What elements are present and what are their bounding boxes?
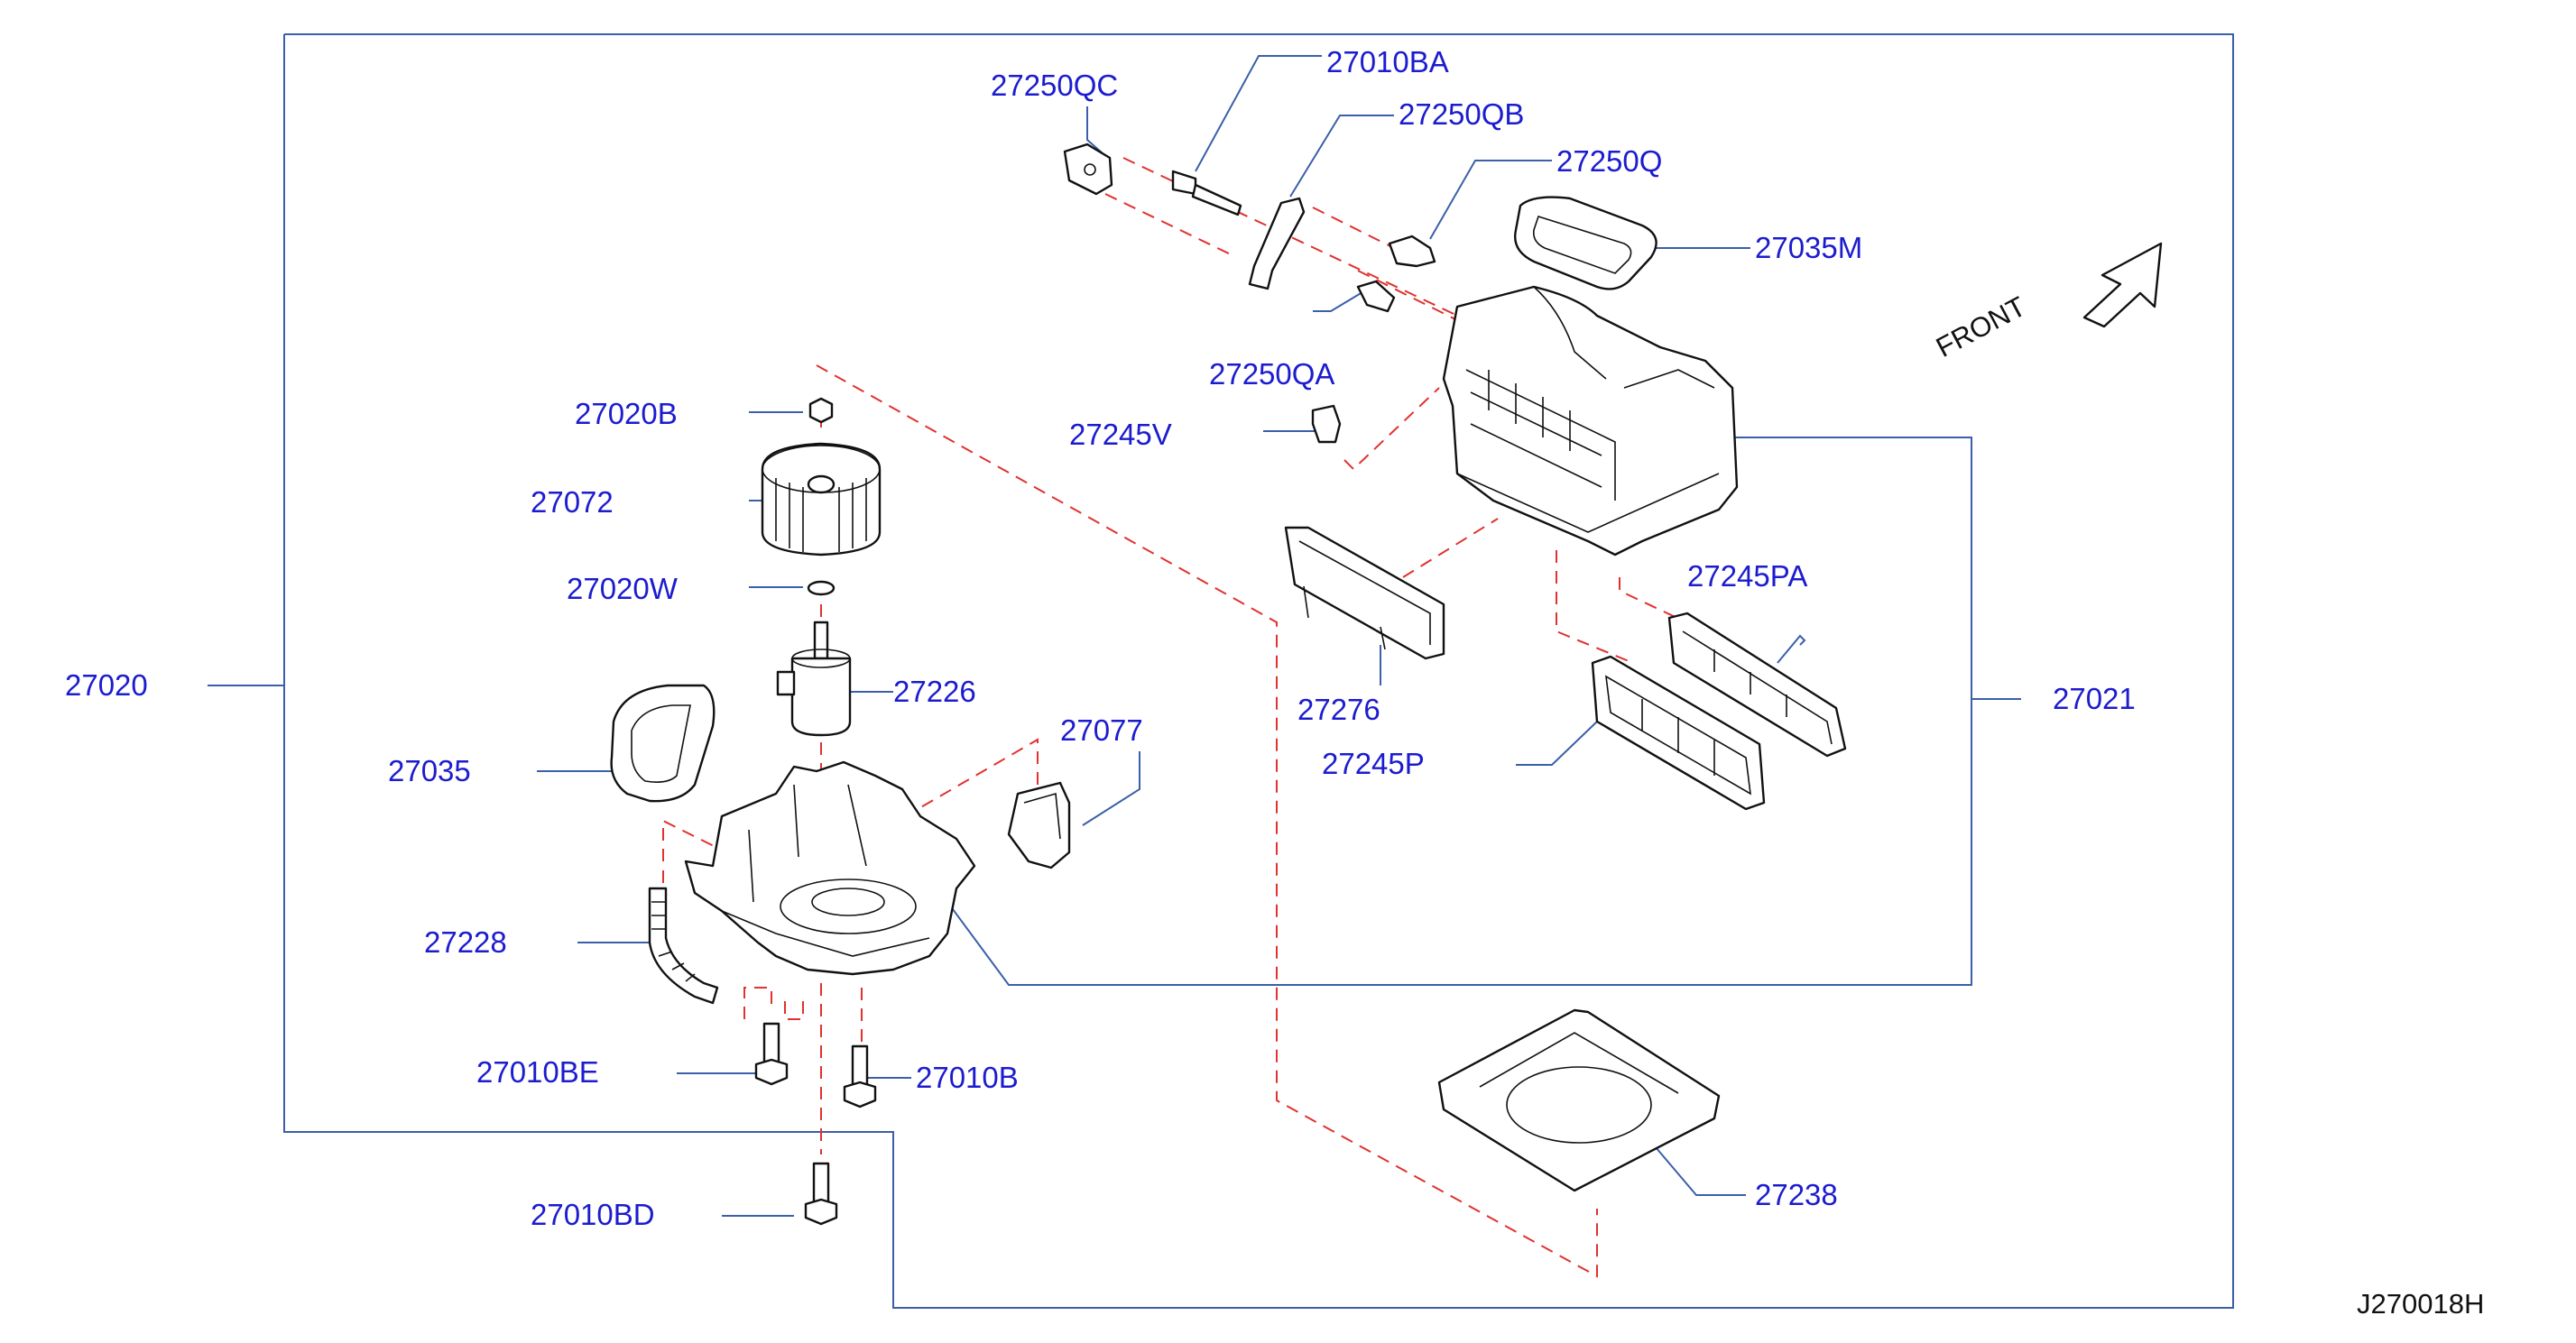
label-27245p[interactable]: 27245P	[1322, 747, 1425, 780]
washer-27020w	[807, 580, 836, 596]
label-27250qa[interactable]: 27250QA	[1209, 357, 1335, 391]
label-27245pa[interactable]: 27245PA	[1687, 559, 1808, 593]
label-27010ba[interactable]: 27010BA	[1326, 45, 1449, 78]
motor-27226	[776, 621, 852, 737]
label-27020b[interactable]: 27020B	[575, 397, 678, 430]
label-27010bd[interactable]: 27010BD	[531, 1198, 655, 1231]
seal-27035m	[1514, 196, 1657, 290]
hose-27228	[648, 887, 719, 1005]
fan-27072	[761, 442, 882, 557]
intake-housing-27021	[1442, 285, 1739, 557]
filter-27245p	[1591, 655, 1766, 811]
bolt-27010bd	[804, 1162, 838, 1226]
leader-lines	[208, 55, 2021, 1217]
lever-27250qb	[1248, 197, 1306, 290]
label-27020[interactable]: 27020	[65, 668, 148, 702]
label-27072[interactable]: 27072	[531, 485, 614, 519]
clip-27250q	[1388, 235, 1436, 268]
label-27276[interactable]: 27276	[1297, 693, 1380, 726]
clip-27245v	[1311, 404, 1342, 444]
label-27250qc[interactable]: 27250QC	[991, 69, 1119, 102]
label-27020w[interactable]: 27020W	[567, 572, 678, 605]
bolt-27010be	[754, 1022, 789, 1086]
clip-27250qc	[1063, 143, 1113, 196]
label-27035[interactable]: 27035	[388, 754, 471, 787]
bolt-27010ba	[1171, 170, 1242, 216]
label-27010b[interactable]: 27010B	[916, 1061, 1019, 1094]
diagram-reference-code: J270018H	[2357, 1288, 2485, 1320]
blower-case-27020	[684, 760, 976, 976]
label-27245v[interactable]: 27245V	[1069, 418, 1172, 451]
filter-27245pa	[1667, 612, 1847, 758]
label-27226[interactable]: 27226	[893, 675, 976, 708]
label-27010be[interactable]: 27010BE	[476, 1055, 599, 1089]
label-27077[interactable]: 27077	[1060, 713, 1143, 747]
label-27021[interactable]: 27021	[2053, 682, 2136, 715]
gasket-27035	[610, 684, 716, 803]
assembly-frame	[283, 33, 2234, 1309]
clip-27250qa	[1356, 280, 1396, 313]
bolt-27010b	[843, 1044, 877, 1108]
label-27238[interactable]: 27238	[1755, 1178, 1838, 1211]
duct-plate-27238	[1437, 1008, 1721, 1192]
nut-27020b	[808, 397, 834, 424]
label-27250q[interactable]: 27250Q	[1556, 144, 1663, 178]
label-27035m[interactable]: 27035M	[1755, 231, 1863, 264]
label-27228[interactable]: 27228	[424, 925, 507, 959]
filter-frame-27276	[1284, 526, 1445, 660]
label-27250qb[interactable]: 27250QB	[1399, 97, 1525, 131]
resistor-27077	[1007, 781, 1071, 869]
front-arrow-icon	[2082, 242, 2163, 328]
